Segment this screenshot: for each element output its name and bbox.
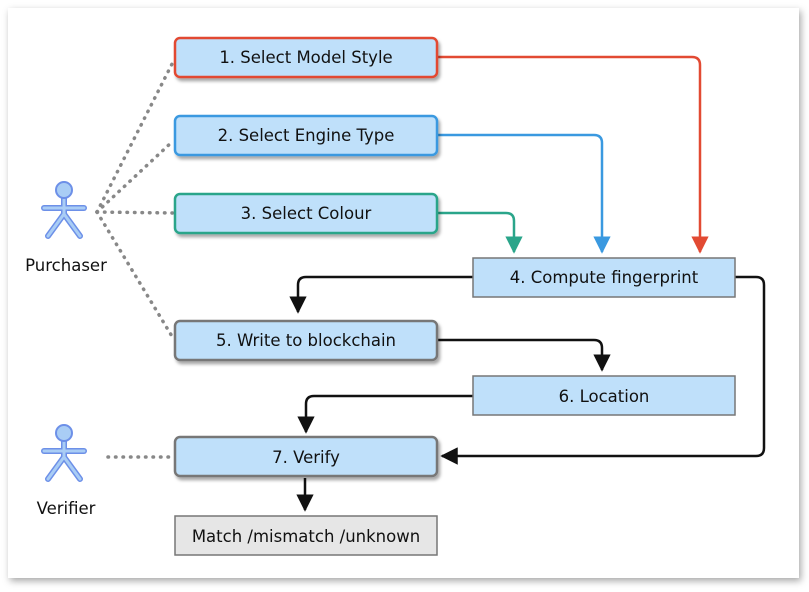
step-select-model-style-label: 1. Select Model Style (219, 48, 392, 67)
result-box: Match /mismatch /unknown (174, 515, 438, 556)
purchaser-to-step1-line (95, 60, 175, 214)
black-flow-arrows (289, 275, 766, 512)
engine-to-fingerprint-arrow (437, 133, 611, 254)
step-select-colour: 3. Select Colour (173, 192, 439, 235)
verifier-actor-icon (41, 424, 87, 482)
actor-association-lines (95, 60, 175, 459)
step-select-colour-label: 3. Select Colour (241, 204, 372, 223)
step-select-model-style: 1. Select Model Style (173, 36, 439, 79)
diagram-canvas: 1. Select Model Style 2. Select Engine T… (8, 8, 799, 578)
verifier-label: Verifier (37, 499, 96, 518)
purchaser-to-step2-line (95, 139, 175, 214)
location-to-verify-arrow (297, 394, 473, 434)
step-write-to-blockchain: 5. Write to blockchain (173, 319, 439, 362)
purchaser-to-step5-line (95, 210, 175, 340)
step-select-engine-type: 2. Select Engine Type (173, 114, 439, 157)
purchaser-to-step3-line (95, 210, 175, 215)
purchaser-label: Purchaser (25, 256, 107, 275)
step-select-engine-type-label: 2. Select Engine Type (218, 126, 395, 145)
step-verify: 7. Verify (173, 435, 439, 478)
colour-to-fingerprint-arrow (437, 211, 523, 254)
fingerprint-to-verify-arrow (440, 275, 766, 465)
step-location: 6. Location (472, 375, 736, 416)
fingerprint-to-blockchain-arrow (289, 275, 473, 314)
result-box-label: Match /mismatch /unknown (192, 527, 420, 546)
step-location-label: 6. Location (559, 387, 650, 406)
step-write-to-blockchain-label: 5. Write to blockchain (216, 331, 396, 350)
purchaser-actor-icon (41, 181, 87, 239)
step-compute-fingerprint: 4. Compute fingerprint (472, 257, 736, 298)
step-compute-fingerprint-label: 4. Compute fingerprint (510, 268, 699, 287)
step-verify-label: 7. Verify (272, 448, 340, 467)
model-to-fingerprint-arrow (437, 55, 709, 254)
blockchain-to-location-arrow (437, 338, 611, 372)
